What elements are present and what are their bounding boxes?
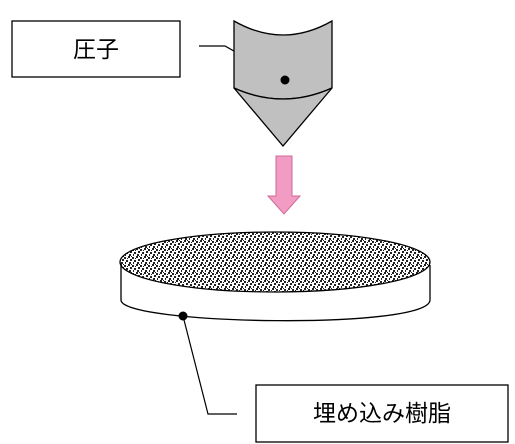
indenter-label-box: 圧子 <box>11 20 181 78</box>
indenter-label: 圧子 <box>73 37 119 63</box>
press-arrow <box>266 155 302 215</box>
indenter-shape <box>233 19 333 148</box>
indenter-point-marker <box>280 75 290 85</box>
resin-label-box: 埋め込み樹脂 <box>255 384 509 443</box>
resin-sample <box>119 231 431 322</box>
resin-label: 埋め込み樹脂 <box>313 401 451 427</box>
resin-leader-line <box>182 315 237 415</box>
sample-top-surface <box>119 231 431 293</box>
